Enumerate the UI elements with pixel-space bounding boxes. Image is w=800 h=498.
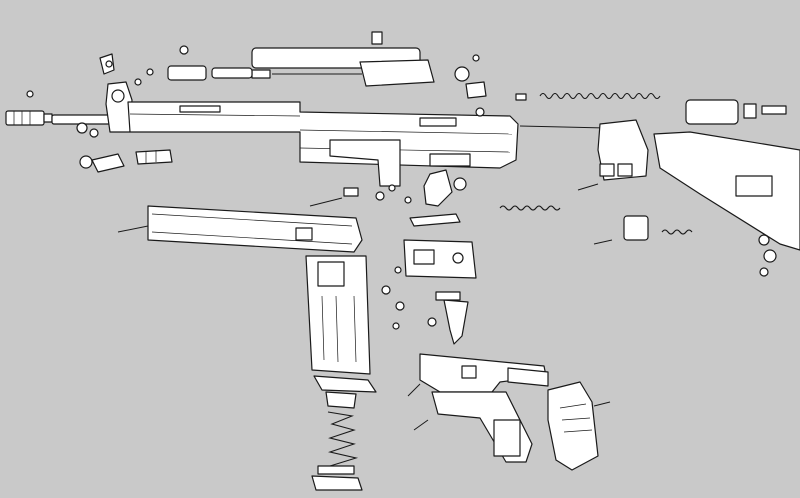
buttstock bbox=[597, 119, 800, 251]
rear-sight-drum bbox=[454, 54, 487, 117]
hammer bbox=[409, 169, 467, 227]
recoil-spring bbox=[515, 92, 661, 129]
trigger-group bbox=[419, 353, 549, 393]
flash-hider bbox=[5, 110, 53, 126]
buffer bbox=[685, 99, 787, 125]
handguard bbox=[117, 205, 363, 253]
magazine bbox=[305, 255, 371, 375]
magazine-floorplate bbox=[311, 465, 363, 491]
magazine-spring bbox=[327, 411, 359, 467]
bolt-head bbox=[134, 45, 253, 86]
trigger-housing bbox=[403, 239, 477, 279]
pistol-grip bbox=[431, 381, 599, 471]
magazine-follower bbox=[313, 375, 377, 409]
cocking-handle bbox=[79, 149, 173, 173]
trigger bbox=[435, 291, 469, 345]
assorted-pins bbox=[26, 90, 777, 431]
receiver bbox=[127, 101, 519, 187]
front-sight bbox=[99, 53, 133, 133]
bolt-carrier bbox=[251, 31, 435, 87]
